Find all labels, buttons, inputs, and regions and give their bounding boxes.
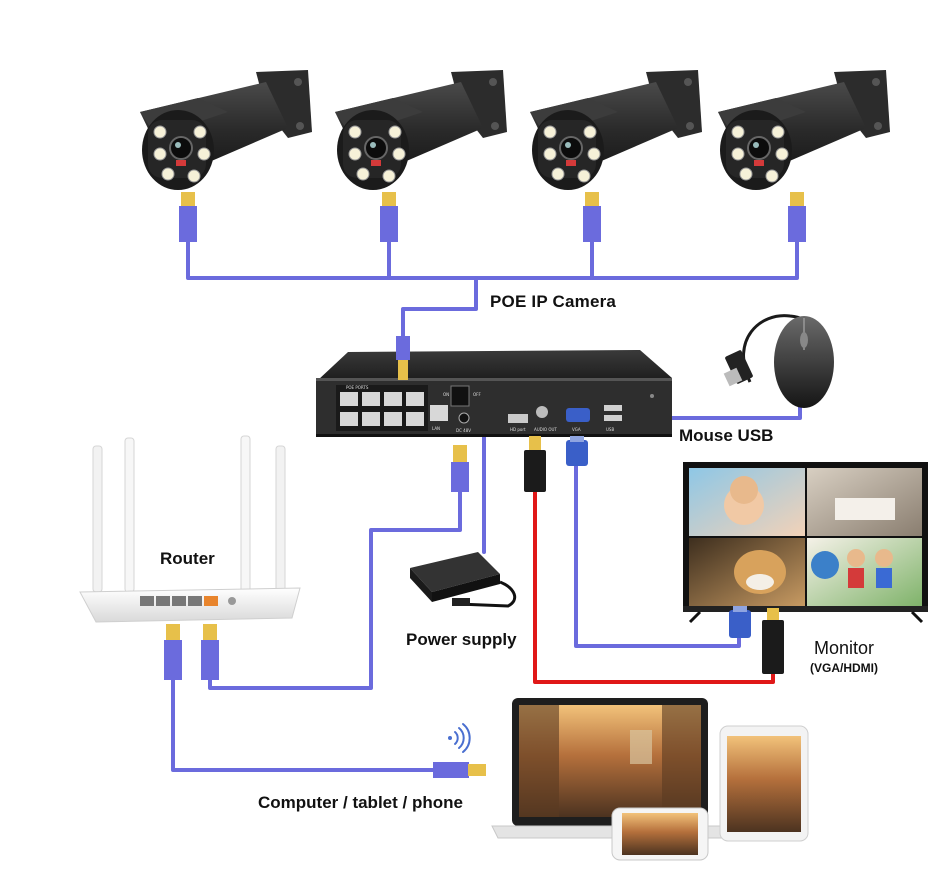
camera-rj45-plug: [382, 192, 396, 206]
nvr-hdmi-port[interactable]: [508, 414, 528, 423]
camera-lens-icon: [169, 136, 193, 160]
camera-lens-icon: [747, 136, 771, 160]
router-label: Router: [160, 549, 215, 568]
vga-cable: [574, 464, 741, 648]
nvr-usb-label: USB: [606, 427, 614, 432]
hdmi-plug: [524, 436, 546, 492]
usb-mouse: [723, 314, 834, 408]
monitor-vga-plug: [729, 606, 751, 638]
power-supply: [410, 552, 517, 608]
camera-4: [718, 70, 890, 242]
router-wan-plug: [201, 624, 219, 680]
vga-plug: [566, 436, 588, 466]
nvr-dc-label: DC 48V: [456, 428, 471, 433]
camera-mount: [256, 70, 312, 138]
hdmi-cable: [533, 492, 775, 684]
nvr-dc-jack[interactable]: [458, 412, 470, 424]
client-ethernet-plug: [433, 762, 486, 778]
network-cables: [171, 238, 802, 772]
camera-mount: [451, 70, 507, 138]
camera-bus-cable: [186, 238, 799, 280]
client-devices-label: Computer / tablet / phone: [258, 793, 463, 812]
router: [79, 435, 301, 623]
camera-mount: [834, 70, 890, 138]
nvr-to-router-cable: [208, 490, 462, 690]
camera-lens-icon: [364, 136, 388, 160]
nvr-switch-on-label: ON: [443, 392, 449, 397]
camera-3: [530, 70, 702, 242]
nvr-usb-port-2[interactable]: [604, 415, 622, 421]
nvr-poe-label: POE PORTS: [346, 385, 369, 390]
camera-rj45-plug: [585, 192, 599, 206]
monitor-hdmi-plug: [762, 608, 784, 674]
router-wan-port[interactable]: [204, 596, 218, 606]
nvr-power-switch[interactable]: [450, 385, 470, 407]
nvr-audio-label: AUDIO OUT: [534, 427, 557, 432]
monitor-label: Monitor: [814, 638, 875, 658]
nvr-lan-port[interactable]: [430, 405, 448, 421]
camera-mount: [646, 70, 702, 138]
router-lan-plug: [164, 624, 182, 680]
nvr-usb-port-1[interactable]: [604, 405, 622, 411]
monitor: [683, 462, 928, 624]
nvr-lan-plug: [451, 445, 469, 492]
nvr-audio-port[interactable]: [536, 406, 548, 418]
camera-2: [335, 70, 507, 242]
nvr-uplink-plug: [396, 336, 410, 380]
nvr-poe-ports[interactable]: POE PORTS: [336, 385, 428, 431]
nvr-vga-label: VGA: [572, 427, 581, 432]
camera-rj45-plug: [181, 192, 195, 206]
power-supply-label: Power supply: [406, 630, 517, 649]
nvr-recorder: POE PORTS LAN ON OFF DC 48V HD port AUDI…: [316, 350, 672, 437]
nvr-hdmi-label: HD port: [510, 427, 526, 432]
camera-group: [140, 70, 890, 242]
monitor-sub-label: (VGA/HDMI): [810, 661, 878, 675]
camera-1: [140, 70, 312, 242]
mouse-usb-label: Mouse USB: [679, 426, 774, 445]
phone: [611, 807, 709, 861]
nvr-uplink-cable: [401, 276, 478, 338]
router-to-client-cable: [171, 676, 435, 772]
tablet: [719, 725, 809, 842]
camera-lens-icon: [559, 136, 583, 160]
wifi-icon: [448, 723, 471, 753]
nvr-lan-label: LAN: [432, 426, 440, 431]
nvr-vga-port[interactable]: [566, 408, 590, 422]
poe-camera-label: POE IP Camera: [490, 292, 617, 311]
nvr-switch-off-label: OFF: [473, 392, 481, 397]
camera-rj45-plug: [790, 192, 804, 206]
